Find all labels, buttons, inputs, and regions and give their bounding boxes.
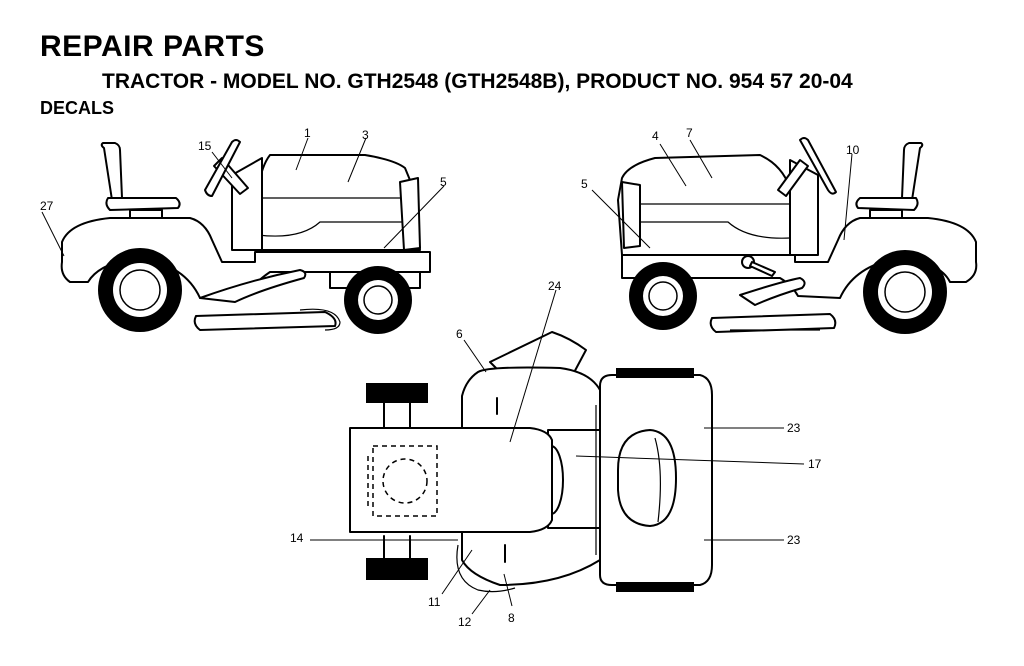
callout-23-bottom: 23 (787, 533, 801, 547)
callout-15: 15 (198, 139, 212, 153)
tractor-top-view (349, 331, 713, 593)
callout-numbers: 1 3 15 27 5 4 7 5 10 24 6 23 17 23 14 11… (40, 126, 860, 629)
callout-7: 7 (686, 126, 693, 140)
callout-5-right: 5 (581, 177, 588, 191)
callout-12: 12 (458, 615, 472, 629)
callout-17: 17 (808, 457, 822, 471)
tractor-right-side-view (617, 137, 978, 334)
callout-14: 14 (290, 531, 304, 545)
callout-6: 6 (456, 327, 463, 341)
callout-3: 3 (362, 128, 369, 142)
section-heading: DECALS (40, 98, 115, 118)
leader-lines (41, 137, 853, 615)
callout-24: 24 (548, 279, 562, 293)
callout-8: 8 (508, 611, 515, 625)
callout-10: 10 (846, 143, 860, 157)
callout-4: 4 (652, 129, 659, 143)
tractor-left-side-view (60, 139, 431, 334)
callout-5-left: 5 (440, 175, 447, 189)
page-title: REPAIR PARTS (40, 30, 265, 63)
callout-11: 11 (428, 595, 441, 609)
callout-27: 27 (40, 199, 54, 213)
page-subtitle: TRACTOR - MODEL NO. GTH2548 (GTH2548B), … (102, 70, 853, 93)
callout-23-top: 23 (787, 421, 801, 435)
callout-1: 1 (304, 126, 311, 140)
